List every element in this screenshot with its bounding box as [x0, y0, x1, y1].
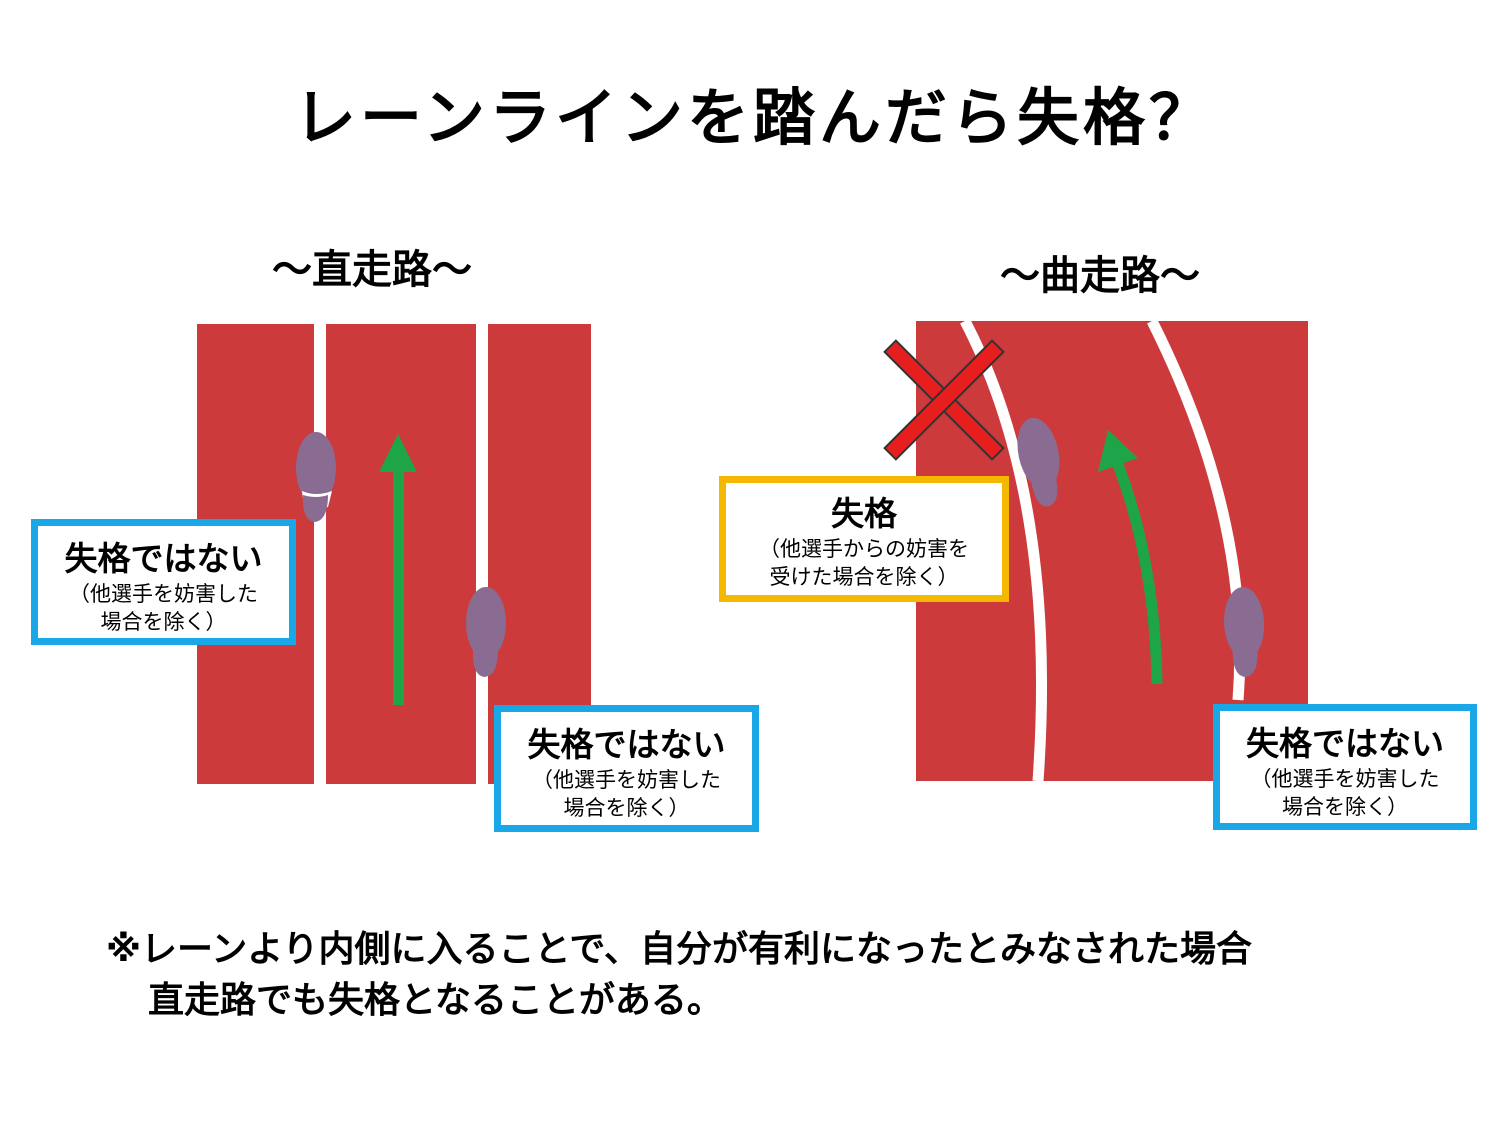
footprint-icon [1224, 587, 1265, 678]
cross-icon [883, 339, 1005, 461]
verdict-condition-line2: 場合を除く） [563, 796, 690, 820]
footprint-icon [296, 432, 336, 522]
footnote-line2: 直走路でも失格となることがある。 [148, 980, 723, 1021]
straight-direction-arrow-icon [379, 434, 417, 705]
straight-lane-line-right [476, 324, 488, 784]
curve-direction-arrow-icon [1098, 430, 1163, 685]
verdict-condition-line1: （他選手からの妨害を [759, 537, 969, 561]
curve-heading: 〜曲走路〜 [1000, 253, 1200, 299]
footnote-line1: ※レーンより内側に入ることで、自分が有利になったとみなされた場合 [106, 929, 1252, 970]
verdict-condition-line2: 場合を除く） [100, 610, 227, 634]
page-title: レーンラインを踏んだら失格？ [294, 81, 1215, 154]
verdict-label: 失格 [831, 494, 897, 533]
straight-left-verdict-box: 失格ではない （他選手を妨害した 場合を除く） [31, 519, 296, 645]
verdict-condition-line2: 受けた場合を除く） [769, 565, 959, 589]
verdict-label: 失格ではない [64, 539, 263, 578]
curve-lane-line-inner [960, 318, 1048, 782]
straight-lane-line-left [314, 324, 326, 784]
verdict-label: 失格ではない [1246, 724, 1444, 763]
curve-right-verdict-box: 失格ではない （他選手を妨害した 場合を除く） [1213, 704, 1477, 830]
curve-track [916, 318, 1308, 782]
verdict-condition-line1: （他選手を妨害した [1250, 767, 1440, 791]
verdict-label: 失格ではない [527, 725, 726, 764]
straight-right-verdict-box: 失格ではない （他選手を妨害した 場合を除く） [494, 705, 759, 832]
curve-dq-verdict-box: 失格 （他選手からの妨害を 受けた場合を除く） [719, 476, 1009, 602]
verdict-condition-line1: （他選手を妨害した [532, 768, 721, 792]
footprint-icon [1017, 417, 1060, 507]
verdict-condition-line2: 場合を除く） [1282, 795, 1408, 819]
straight-heading: 〜直走路〜 [272, 247, 472, 293]
footprint-icon [466, 587, 506, 677]
verdict-condition-line1: （他選手を妨害した [69, 582, 258, 606]
